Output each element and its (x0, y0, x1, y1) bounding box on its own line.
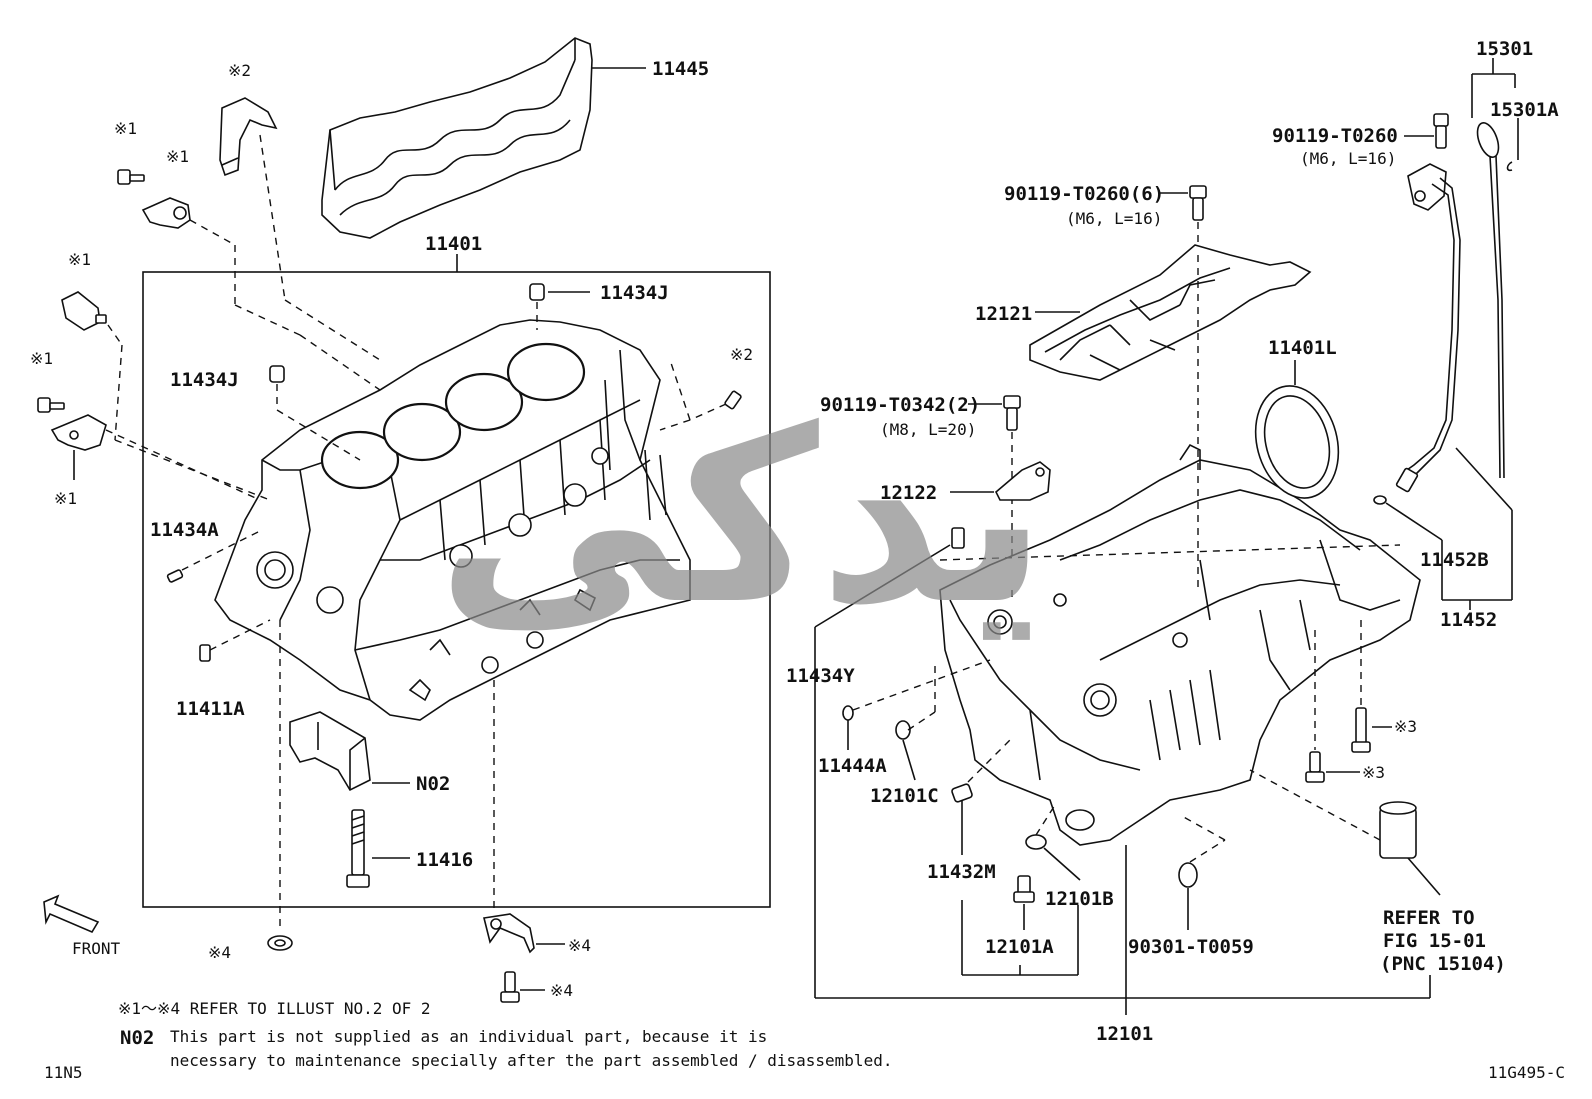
bolt-90119-T0260[interactable] (1433, 113, 1449, 149)
bolt-mark3-a[interactable] (1351, 707, 1371, 753)
bracket-mark4[interactable] (483, 913, 535, 954)
note-n02-line2: necessary to maintenance specially after… (170, 1051, 892, 1070)
dowel-11434J-top[interactable] (529, 283, 545, 301)
bracket-mark2-top[interactable] (219, 97, 278, 177)
oring-15301A[interactable] (1506, 161, 1513, 172)
label-90301-T0059: 90301-T0059 (1128, 936, 1254, 958)
mark-1-e: ※1 (54, 489, 77, 508)
label-15301: 15301 (1476, 38, 1533, 60)
gasket-12101B[interactable] (1025, 834, 1047, 850)
bearing-cap-N02[interactable] (289, 711, 371, 792)
watermark-text: یدکی (436, 377, 1047, 657)
label-90119-T0260: 90119-T0260 (1272, 125, 1398, 147)
bracket-mark1-b[interactable] (50, 414, 107, 451)
label-11444A: 11444A (818, 755, 887, 777)
gasket-12101C[interactable] (895, 720, 911, 740)
dowel-11434J-left[interactable] (269, 365, 285, 383)
label-N02: N02 (416, 773, 450, 795)
oil-seal-11401L[interactable] (1244, 377, 1351, 508)
label-11411A: 11411A (176, 698, 245, 720)
note-n02-code: N02 (120, 1027, 154, 1049)
label-refer-1: REFER TO (1383, 907, 1475, 929)
mark-3-a: ※3 (1394, 717, 1417, 736)
figure-code: 11G495-C (1488, 1063, 1565, 1082)
sensor-mark1[interactable] (61, 291, 107, 331)
label-15301A: 15301A (1490, 99, 1559, 121)
label-11432M: 11432M (927, 861, 996, 883)
oring-90301-T0059[interactable] (1178, 862, 1198, 888)
pin-11434A[interactable] (166, 569, 184, 583)
cylinder-bores (320, 342, 586, 490)
label-12101: 12101 (1096, 1023, 1153, 1045)
gasket-11444A[interactable] (842, 705, 854, 721)
drain-plug-12101A[interactable] (1013, 875, 1035, 903)
mark-2-top: ※2 (228, 61, 251, 80)
label-90119-T0342-2-spec: (M8, L=20) (880, 420, 976, 439)
label-11434A: 11434A (150, 519, 219, 541)
cylinder-block-11401[interactable] (214, 319, 691, 721)
mark-4-bolt: ※4 (550, 981, 573, 1000)
plug-11432M[interactable] (951, 783, 973, 803)
bolt-11416[interactable] (346, 809, 370, 888)
watermark: یدکی (436, 377, 1047, 657)
note-n02-line1: This part is not supplied as an individu… (170, 1027, 767, 1046)
pin-mark2-right[interactable] (724, 390, 742, 410)
label-11416: 11416 (416, 849, 473, 871)
bolt-mark3-b[interactable] (1305, 751, 1325, 783)
label-refer-3: (PNC 15104) (1380, 953, 1506, 975)
dowel-11434Y[interactable] (951, 527, 965, 549)
pin-11411A[interactable] (199, 644, 211, 662)
dipstick-guide-11452[interactable] (1395, 163, 1461, 493)
label-11434Y: 11434Y (786, 665, 855, 687)
mark-4-nut: ※4 (208, 943, 231, 962)
mark-1-b: ※1 (166, 147, 189, 166)
front-arrow-icon (43, 894, 100, 934)
label-12101A: 12101A (985, 936, 1054, 958)
label-12101C: 12101C (870, 785, 939, 807)
bolt-mark1-a[interactable] (117, 169, 145, 185)
mark-3-b: ※3 (1362, 763, 1385, 782)
nut-mark4-left[interactable] (267, 935, 293, 951)
clip-mark1-a[interactable] (141, 197, 191, 229)
label-11434J-left: 11434J (170, 369, 239, 391)
label-11445: 11445 (652, 58, 709, 80)
label-11401: 11401 (425, 233, 482, 255)
label-11452B: 11452B (1420, 549, 1489, 571)
front-label: FRONT (72, 939, 121, 958)
dipstick-15301[interactable] (1473, 120, 1505, 479)
page-code: 11N5 (44, 1063, 83, 1082)
oil-filter-ref[interactable] (1379, 801, 1417, 859)
label-12121: 12121 (975, 303, 1032, 325)
mark-2-right: ※2 (730, 345, 753, 364)
mark-4-bracket: ※4 (568, 936, 591, 955)
oring-11452B[interactable] (1373, 495, 1387, 505)
label-11401L: 11401L (1268, 337, 1337, 359)
bracket-12122[interactable] (995, 461, 1051, 501)
label-12122: 12122 (880, 482, 937, 504)
label-11452: 11452 (1440, 609, 1497, 631)
insulator-11445[interactable] (321, 37, 593, 239)
mark-1-d: ※1 (30, 349, 53, 368)
mark-1-a: ※1 (114, 119, 137, 138)
bolt-mark1-b[interactable] (37, 397, 65, 413)
label-12101B: 12101B (1045, 888, 1114, 910)
label-90119-T0260-spec: (M6, L=16) (1300, 149, 1396, 168)
label-refer-2: FIG 15-01 (1383, 930, 1486, 952)
baffle-plate-12121[interactable] (1029, 244, 1312, 381)
label-11434J-top: 11434J (600, 282, 669, 304)
mark-1-c: ※1 (68, 250, 91, 269)
bolt-90119-T0342-2[interactable] (1003, 395, 1021, 431)
label-90119-T0260-6-spec: (M6, L=16) (1066, 209, 1162, 228)
label-90119-T0260-6: 90119-T0260(6) (1004, 183, 1164, 205)
bolt-90119-T0260-6[interactable] (1189, 185, 1207, 221)
note-refer-illust: ※1～※4 REFER TO ILLUST NO.2 OF 2 (118, 999, 431, 1018)
label-90119-T0342-2: 90119-T0342(2) (820, 394, 980, 416)
bolt-mark4-bottom[interactable] (500, 971, 520, 1003)
